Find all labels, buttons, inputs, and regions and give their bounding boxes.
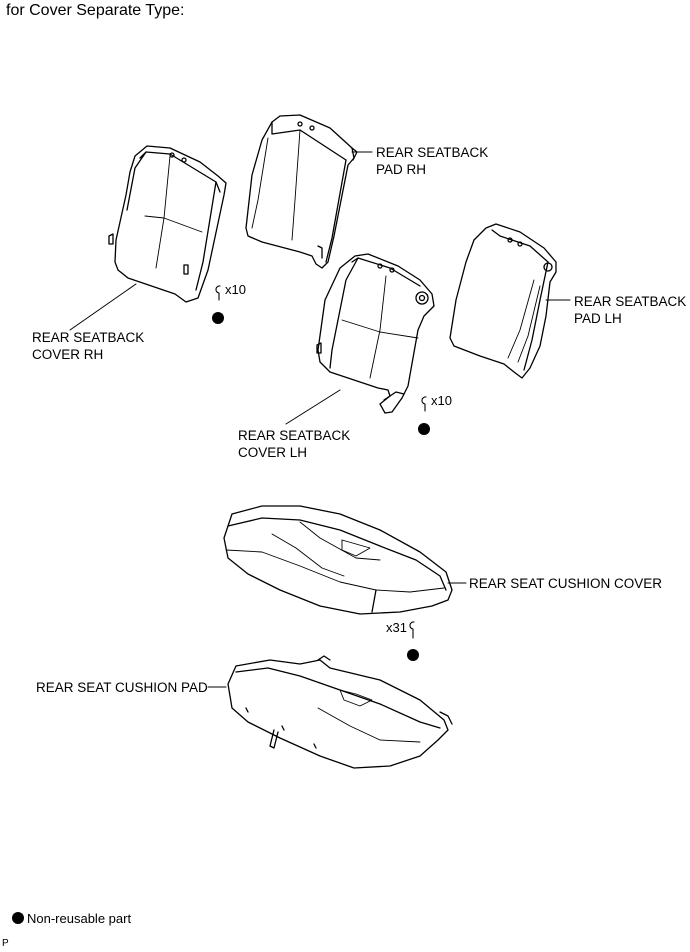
rear-seat-cushion-pad-part — [227, 655, 453, 769]
hog-ring-icons — [215, 285, 427, 639]
leader-lines — [69, 151, 571, 688]
rear-seat-cushion-cover-part — [223, 505, 453, 615]
hog-ring-quantity-rh: x10 — [225, 282, 246, 297]
label-rear-seat-cushion-cover: REAR SEAT CUSHION COVER — [469, 576, 663, 591]
hog-ring-quantity-cushion: x31 — [386, 620, 407, 635]
legend: Non-reusable part — [12, 911, 131, 926]
non-reusable-marker-icon — [212, 312, 224, 324]
hog-ring-quantity-lh: x10 — [431, 393, 452, 408]
page-code: P — [2, 938, 9, 949]
filled-circle-icon — [12, 912, 24, 924]
rear-seatback-pad-rh-part — [245, 114, 358, 269]
non-reusable-marker-icon — [407, 649, 419, 661]
page-title: for Cover Separate Type: — [6, 2, 185, 19]
rear-seatback-pad-lh-part — [449, 223, 557, 379]
legend-non-reusable-text: Non-reusable part — [27, 911, 132, 926]
rear-seatback-cover-lh-part — [316, 253, 435, 414]
non-reusable-marker-icon — [418, 423, 430, 435]
label-rear-seat-cushion-pad: REAR SEAT CUSHION PAD — [36, 680, 208, 695]
rear-seatback-cover-rh-part — [108, 145, 227, 303]
